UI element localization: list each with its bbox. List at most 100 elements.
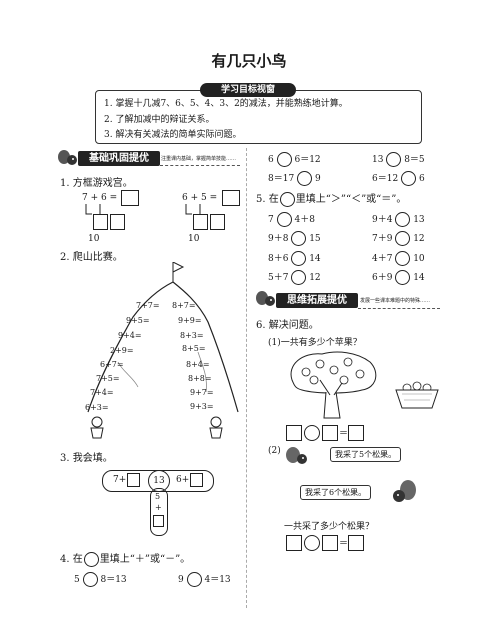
mountain-right-3: 8+5= [182,344,206,353]
q5-circle-4[interactable] [395,231,411,246]
mountain-right-7: 9+3= [190,402,214,411]
goals-badge: 学习目标视窗 [200,83,296,97]
mountain-right-0: 8+7= [172,301,196,310]
mountain-right-1: 9+9= [178,316,202,325]
top-row-1-right: 13 8＝5 [372,152,425,167]
squirrel-icon-4 [393,480,416,502]
mountain-right-5: 8+8= [188,374,212,383]
apple-basket-illustration [395,381,439,409]
mountain-left-4: 6+7= [100,360,124,369]
mountain-right-2: 8+3= [180,331,204,340]
mountain-right-4: 8+4= [186,360,210,369]
bubble-2: 我采了6个松果。 [300,485,372,500]
q3-below-box[interactable] [153,515,164,527]
top-row-2-right: 6＝12 6 [372,171,425,186]
mountain-left-0: 7+7= [136,301,160,310]
mountain-left-2: 9+4= [118,331,142,340]
apple-tree-illustration [290,351,377,419]
basic-tagline: 注重课内基础，掌握简单技能…… [161,156,237,162]
mountain-left-7: 6+3= [85,403,109,412]
q1-right-ten: 10 [188,234,200,244]
goal-item-1: 1. 掌握十几减7、6、5、4、3、2的减法，并能熟练地计算。 [104,99,348,109]
extend-badge: 思维拓展提优 [276,293,358,308]
basic-divider [160,165,240,166]
q3-below-plus: + [155,503,162,512]
q5-circle-5[interactable] [291,251,307,266]
q5-circle-6[interactable] [395,251,411,266]
mountain-left-5: 7+5= [96,374,120,383]
q6-p2: (2) [268,446,281,456]
q6-eq1-box-3[interactable] [348,425,364,441]
q6-eq1-box-2[interactable] [322,425,338,441]
top-circle-2[interactable] [386,152,402,167]
column-divider [246,148,247,608]
q1-right-answer-box[interactable] [222,190,240,206]
q5-row-1-right: 9＋4 13 [372,212,425,227]
q1-right-box-a[interactable] [193,214,208,230]
q5-label-circle [279,192,295,207]
q1-left-answer-box[interactable] [121,190,139,206]
q1-right-box-b[interactable] [210,214,225,230]
q6-eq2-circle[interactable] [304,535,320,551]
page-title: 有几只小鸟 [211,52,287,70]
q6-eq1-circle[interactable] [304,425,320,441]
q5-row-2-right: 7＋9 12 [372,231,425,246]
q6-label: 6. 解决问题。 [256,320,319,331]
q6-eq2-box-3[interactable] [348,535,364,551]
q3-below-num: 5 [155,492,161,501]
q5-row-4-right: 6＋9 14 [372,270,425,285]
q3-label: 3. 我会填。 [60,453,113,464]
extend-divider [358,308,440,309]
mountain-left-3: 2+9= [110,346,134,355]
squirrel-icon [57,149,79,169]
climber-left-icon [90,416,104,439]
q5-circle-1[interactable] [276,212,292,227]
q1-right-expr: 6 + 5 = [182,193,218,203]
q6-ask: 一共采了多少个松果？ [284,522,375,532]
q1-right-branches [185,204,201,215]
q5-circle-7[interactable] [291,270,307,285]
top-circle-1[interactable] [276,152,292,167]
q4-circle-1[interactable] [82,572,98,587]
q3-right-box[interactable] [190,473,203,487]
top-circle-3[interactable] [297,171,313,186]
q5-circle-2[interactable] [395,212,411,227]
goal-item-3: 3. 解决有关减法的简单实际问题。 [104,130,242,140]
q1-left-expr: 7 + 6 = [82,193,118,203]
q6-eq2-box-1[interactable] [286,535,302,551]
q5-circle-8[interactable] [395,270,411,285]
q3-center-circle: 13 [148,470,170,492]
climber-right-icon [209,416,223,439]
q5-row-1-left: 7 4＋8 [268,212,315,227]
q1-left-box-b[interactable] [110,214,125,230]
q6-eq2-equals: ＝ [339,539,349,549]
top-row-2-left: 8＝17 9 [268,171,321,186]
q4-circle-2[interactable] [186,572,202,587]
q6-eq1-box-1[interactable] [286,425,302,441]
mountain-illustration [87,262,239,413]
mountain-right-6: 9+7= [190,388,214,397]
q6-eq1-equals: ＝ [339,429,349,439]
basic-badge: 基础巩固提优 [78,151,160,166]
q1-left-branches [85,204,101,215]
flag-icon [172,262,173,263]
q3-vertical-oval [150,488,168,536]
q4-row-1: 5 8＝13 [74,572,127,587]
mountain-left-1: 9+5= [126,316,150,325]
q1-left-box-a[interactable] [93,214,108,230]
q3-left-box[interactable] [127,473,140,487]
extend-tagline: 发展一些课本难题中的特殊…… [360,298,431,304]
q5-circle-3[interactable] [291,231,307,246]
q5-row-2-left: 9＋8 15 [268,231,321,246]
q3-left-text: 7+ [113,475,127,485]
q2-label: 2. 爬山比赛。 [60,252,123,263]
goal-item-2: 2. 了解加减中的辩证关系。 [104,115,215,125]
squirrel-icon-3 [286,447,307,464]
q5-label: 5. 在里填上“＞”“＜”或“＝”。 [256,192,407,207]
q6-eq2-box-2[interactable] [322,535,338,551]
q6-p1: (1)一共有多少个苹果？ [268,338,362,348]
mountain-left-6: 7+4= [90,388,114,397]
top-row-1-left: 6 6＝12 [268,152,321,167]
q4-row-1b: 9 4＝13 [178,572,231,587]
top-circle-4[interactable] [401,171,417,186]
